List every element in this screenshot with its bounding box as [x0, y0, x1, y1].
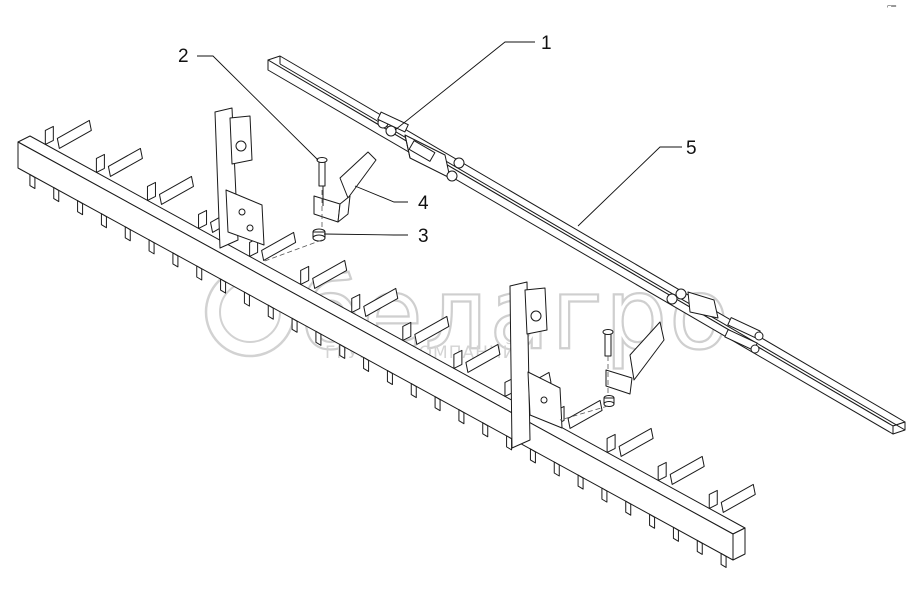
tine-tooth — [315, 330, 322, 346]
tine-tooth — [124, 226, 131, 242]
nut-upper — [312, 228, 326, 242]
nut-lower — [603, 395, 615, 407]
callout-2: 2 — [178, 46, 189, 67]
mounting-tab — [351, 293, 361, 313]
tine-tooth — [696, 539, 703, 555]
square-tube-beam — [267, 55, 906, 435]
callout-1: 1 — [541, 33, 552, 54]
tine-tooth — [53, 187, 60, 203]
tine-tooth — [29, 174, 36, 190]
mounting-flange — [567, 399, 603, 429]
tine-tooth — [434, 396, 441, 412]
tine-tooth — [196, 265, 203, 281]
tine-tooth — [506, 435, 513, 451]
tine-bar — [17, 135, 746, 561]
mounting-flange — [720, 483, 756, 513]
mounting-tab — [708, 489, 718, 509]
mounting-tab — [44, 125, 54, 145]
callout-3: 3 — [418, 226, 429, 247]
tine-tooth — [672, 526, 679, 542]
mounting-flange — [107, 147, 143, 177]
mounting-flange — [414, 315, 450, 345]
angle-bracket-upper — [313, 151, 377, 223]
assembly-axis-lines — [261, 190, 609, 421]
tine-tooth — [363, 356, 370, 372]
mounting-tab — [300, 265, 310, 285]
mounting-flange — [158, 175, 194, 205]
tine-tooth — [77, 200, 84, 216]
tine-tooth — [458, 409, 465, 425]
right-bracket — [509, 281, 563, 449]
tine-tooth — [529, 448, 536, 464]
tine-tooth — [100, 213, 107, 229]
mounting-tab — [402, 321, 412, 341]
tine-tooth — [720, 552, 727, 568]
mounting-flange — [465, 343, 501, 373]
mounting-tab — [453, 349, 463, 369]
tine-tooth — [220, 278, 227, 294]
tine-tooth — [577, 474, 584, 490]
callout-5: 5 — [686, 138, 697, 159]
tine-tooth — [482, 422, 489, 438]
tine-teeth — [29, 174, 727, 568]
tine-tooth — [148, 239, 155, 255]
tine-tooth — [386, 370, 393, 386]
mounting-flange — [56, 119, 92, 149]
tine-tooth — [625, 500, 632, 516]
mounting-tab — [198, 209, 208, 229]
mounting-tab — [657, 461, 667, 481]
callout-leaders — [197, 41, 682, 236]
mounting-flange — [669, 455, 705, 485]
mounting-tab — [146, 181, 156, 201]
tine-tooth — [339, 343, 346, 359]
beam-clamp-lower — [666, 288, 764, 354]
corner-mark: ⌐═ — [887, 3, 896, 10]
beam-clamp-upper — [377, 111, 465, 182]
mounting-flange — [363, 287, 399, 317]
tine-tooth — [291, 317, 298, 333]
tine-tooth — [601, 487, 608, 503]
tine-tooth — [172, 252, 179, 268]
tine-tooth — [410, 383, 417, 399]
callout-4: 4 — [418, 193, 429, 214]
mounting-tab — [606, 433, 616, 453]
left-bracket — [214, 107, 265, 249]
tine-tooth — [649, 513, 656, 529]
tine-tooth — [243, 291, 250, 307]
angle-bracket-lower — [602, 321, 665, 395]
mounting-flange — [618, 427, 654, 457]
mounting-flange — [312, 259, 348, 289]
mounting-tab — [95, 153, 105, 173]
mounting-flange — [261, 231, 297, 261]
tine-tooth — [267, 304, 274, 320]
tine-tooth — [553, 461, 560, 477]
